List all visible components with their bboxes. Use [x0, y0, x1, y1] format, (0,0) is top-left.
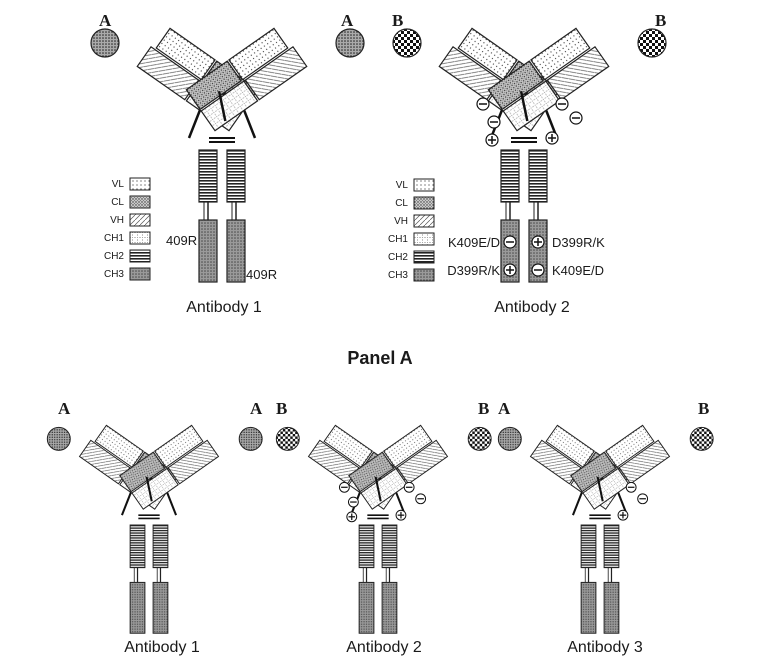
antigen-b-icon — [275, 426, 300, 451]
legend-cl-label: CL — [111, 197, 124, 208]
mutation-label-left-top: K409E/D — [448, 235, 500, 250]
fab-arm-right — [571, 423, 670, 515]
minus-circle-icon — [347, 496, 359, 508]
arm-label-left: A — [99, 11, 112, 30]
antigen-b-icon — [637, 28, 667, 58]
fab-arm-right — [488, 25, 608, 138]
antigen-a-icon — [497, 426, 522, 451]
legend-ch1-label: CH1 — [388, 234, 408, 245]
legend-vl-label: VL — [396, 180, 409, 191]
minus-circle-icon — [503, 235, 517, 249]
plus-circle-icon — [395, 509, 407, 521]
panel-b-antibody-1 — [46, 421, 263, 635]
legend-vh-swatch — [129, 213, 151, 227]
legend-ch2-swatch — [413, 250, 435, 264]
panel-b-antibody-3-caption: Antibody 3 — [567, 639, 643, 656]
plus-circle-icon — [531, 235, 545, 249]
plus-circle-icon — [503, 263, 517, 277]
plus-circle-icon — [346, 511, 358, 523]
panel-a-title: Panel A — [347, 348, 412, 368]
panel-a-antibody-2-caption: Antibody 2 — [494, 299, 570, 316]
legend-vl-label: VL — [112, 179, 125, 190]
legend-panel-a-2: VL CL VH CH1 CH2 CH3 — [388, 178, 435, 282]
legend-cl-swatch — [413, 196, 435, 210]
minus-circle-icon — [555, 97, 569, 111]
legend-ch3-swatch — [129, 267, 151, 281]
minus-circle-icon — [637, 493, 649, 505]
legend-vh-label: VH — [394, 216, 408, 227]
panel-b-antibody-2 — [275, 421, 492, 635]
legend-ch2-swatch — [129, 249, 151, 263]
panel-a-antibody-1-caption: Antibody 1 — [186, 299, 262, 316]
arm-label-right: B — [698, 399, 709, 418]
legend-ch3-swatch — [413, 268, 435, 282]
antigen-b-icon — [689, 426, 714, 451]
arm-label-left: B — [392, 11, 403, 30]
mutation-label-right-bottom: K409E/D — [552, 263, 604, 278]
arm-label-right: A — [250, 399, 263, 418]
mutation-label-right-top: D399R/K — [552, 235, 605, 250]
legend-ch3-label: CH3 — [104, 269, 124, 280]
arm-label-right: A — [341, 11, 354, 30]
plus-circle-icon — [617, 509, 629, 521]
legend-ch2-label: CH2 — [388, 252, 408, 263]
minus-circle-icon — [403, 481, 415, 493]
arm-label-left: B — [276, 399, 287, 418]
fc-stem — [129, 514, 169, 635]
minus-circle-icon — [569, 111, 583, 125]
legend-cl-label: CL — [395, 198, 408, 209]
arm-label-right: B — [478, 399, 489, 418]
fc-stem — [358, 514, 398, 635]
fc-stem — [580, 514, 620, 635]
arm-label-right: B — [655, 11, 666, 30]
mutation-label-right: 409R — [246, 267, 277, 282]
fab-arm-right — [349, 423, 448, 515]
plus-circle-icon — [545, 131, 559, 145]
minus-circle-icon — [476, 97, 490, 111]
antigen-a-icon — [335, 28, 365, 58]
fab-arm-right — [120, 423, 219, 515]
legend-cl-swatch — [129, 195, 151, 209]
antigen-b-icon — [392, 28, 422, 58]
arm-label-left: A — [498, 399, 511, 418]
minus-circle-icon — [415, 493, 427, 505]
legend-vh-swatch — [413, 214, 435, 228]
fc-stem — [198, 137, 246, 283]
panel-b-antibody-1-caption: Antibody 1 — [124, 639, 200, 656]
panel-b-antibody-3 — [497, 421, 714, 635]
arm-label-left: A — [58, 399, 71, 418]
legend-ch1-label: CH1 — [104, 233, 124, 244]
mutation-label-left: 409R — [166, 233, 197, 248]
fc-stem — [500, 137, 548, 283]
plus-circle-icon — [485, 133, 499, 147]
antigen-b-icon — [467, 426, 492, 451]
fab-arm-right — [186, 25, 306, 138]
minus-circle-icon — [531, 263, 545, 277]
legend-ch1-swatch — [413, 232, 435, 246]
legend-vl-swatch — [129, 177, 151, 191]
legend-ch3-label: CH3 — [388, 270, 408, 281]
minus-circle-icon — [338, 481, 350, 493]
antigen-a-icon — [90, 28, 120, 58]
antigen-a-icon — [46, 426, 71, 451]
legend-vh-label: VH — [110, 215, 124, 226]
legend-vl-swatch — [413, 178, 435, 192]
minus-circle-icon — [487, 115, 501, 129]
mutation-label-left-bottom: D399R/K — [447, 263, 500, 278]
legend-ch1-swatch — [129, 231, 151, 245]
legend-ch2-label: CH2 — [104, 251, 124, 262]
minus-circle-icon — [625, 481, 637, 493]
antigen-a-icon — [238, 426, 263, 451]
panel-b-antibody-2-caption: Antibody 2 — [346, 639, 422, 656]
legend-panel-a-1: VL CL VH CH1 CH2 CH3 — [104, 177, 151, 281]
